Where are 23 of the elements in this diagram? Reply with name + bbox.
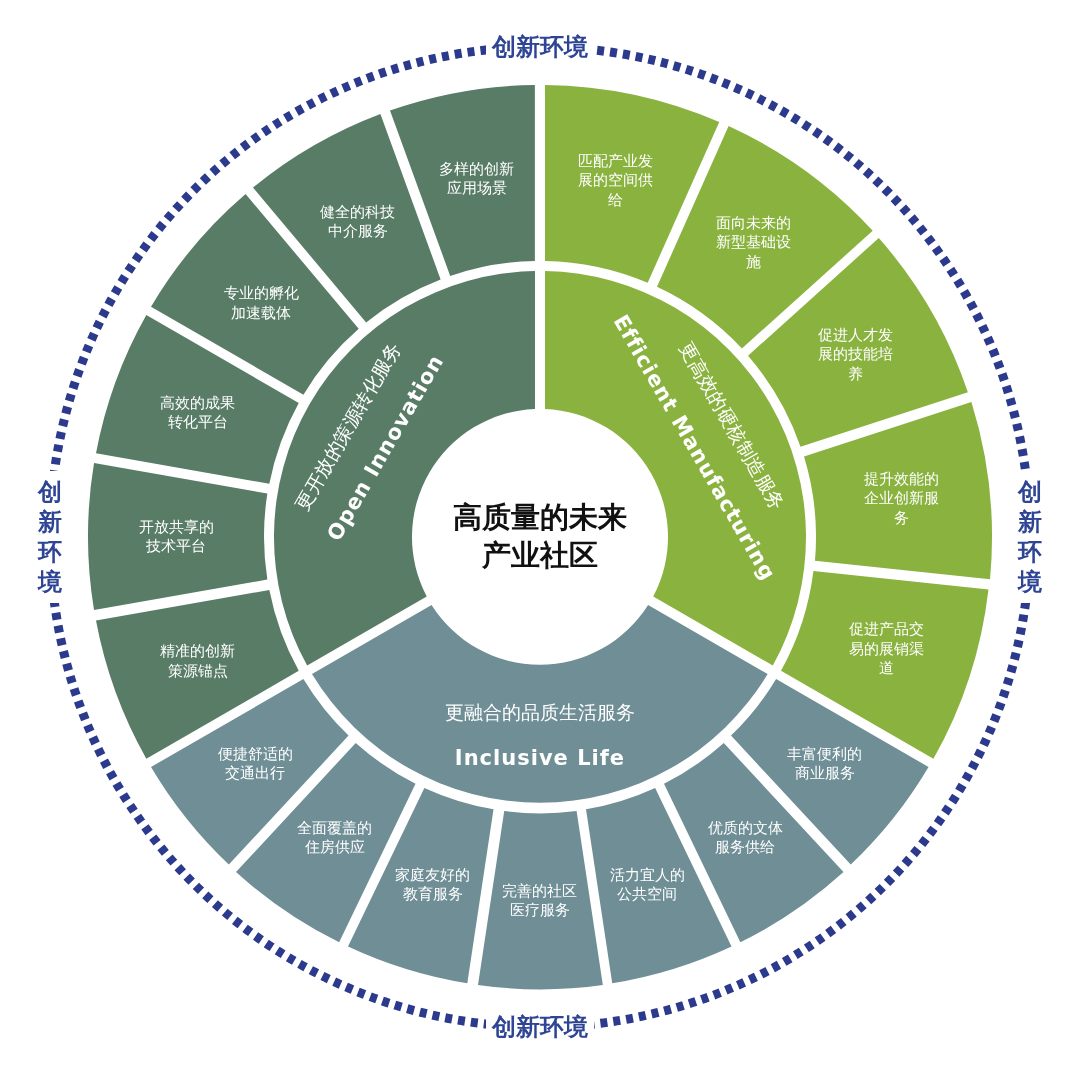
sector-title: 更融合的品质生活服务 [445, 699, 635, 725]
segment-label: 开放共享的技术平台 [137, 517, 215, 557]
segment-label: 促进产品交易的展销渠道 [847, 620, 925, 679]
segment-label: 提升效能的企业创新服务 [863, 469, 941, 529]
ring-label: 创新环境 [35, 471, 65, 603]
segment-label: 完善的社区医疗服务 [501, 881, 579, 921]
segment-label: 健全的科技中介服务 [319, 202, 397, 242]
segment-label: 面向未来的新型基础设施 [715, 213, 793, 272]
segment-label: 匹配产业发展的空间供给 [577, 151, 655, 211]
segment-label: 家庭友好的教育服务 [394, 865, 472, 905]
segment-label: 全面覆盖的住房供应 [296, 818, 374, 858]
segment-label: 专业的孵化加速载体 [222, 283, 300, 323]
segment-label: 精准的创新策源锚点 [159, 641, 237, 681]
segment-label: 促进人才发展的技能培养 [816, 325, 894, 385]
segment-label: 优质的文体服务供给 [706, 818, 784, 858]
segment-label: 活力宜人的公共空间 [608, 865, 686, 905]
ring-label: 创新环境 [1015, 471, 1045, 603]
sector-subtitle: Inclusive Life [454, 745, 626, 773]
segment-label: 多样的创新应用场景 [438, 159, 516, 198]
center-title: 高质量的未来产业社区 [452, 499, 628, 574]
segment-label: 丰富便利的商业服务 [786, 744, 864, 784]
segment-label: 便捷舒适的交通出行 [216, 744, 294, 784]
segment-label: 高效的成果转化平台 [159, 393, 237, 432]
